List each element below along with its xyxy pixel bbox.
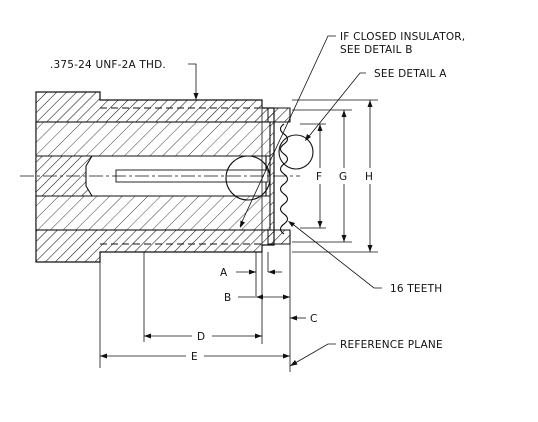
dim-label-d: D [197, 331, 205, 343]
dim-label-b: B [224, 292, 231, 304]
vertical-dimensions [292, 99, 378, 253]
thread-callout: .375-24 UNF-2A THD. [50, 59, 166, 71]
dim-label-c: C [310, 313, 318, 325]
teeth-callout: 16 TEETH [390, 283, 442, 295]
detail-a-circle [278, 134, 314, 170]
reference-plane-callout: REFERENCE PLANE [340, 339, 443, 351]
spring-teeth [279, 123, 289, 235]
dim-label-g: G [339, 171, 347, 183]
insulator-callout-line2: SEE DETAIL B [340, 44, 413, 56]
dim-label-a: A [220, 267, 228, 279]
insulator-callout-line1: IF CLOSED INSULATOR, [340, 31, 465, 43]
detail-b-circle [225, 155, 271, 201]
detail-a-callout: SEE DETAIL A [374, 68, 447, 80]
dim-label-f: F [316, 171, 322, 183]
front-rings [267, 107, 291, 245]
dim-label-e: E [191, 351, 198, 363]
leader-lines [188, 35, 382, 367]
dim-label-h: H [365, 171, 373, 183]
connector-body [20, 91, 300, 263]
